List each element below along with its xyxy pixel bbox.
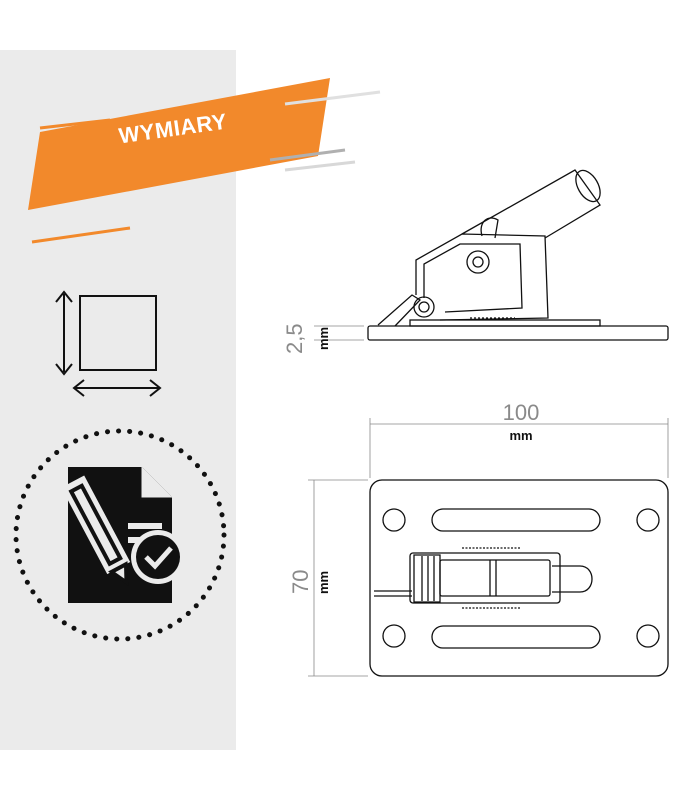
side-view — [367, 169, 669, 341]
width-unit: mm — [509, 428, 532, 443]
banner-shape — [28, 78, 330, 210]
thickness-unit: mm — [316, 327, 331, 350]
top-view — [369, 479, 669, 677]
height-unit: mm — [316, 571, 331, 594]
dimensions-square-icon — [55, 290, 162, 397]
height-value: 70 — [288, 570, 313, 594]
thickness-value: 2,5 — [282, 323, 307, 354]
title-banner — [28, 78, 381, 244]
technical-drawing: 2,5 mm 100 mm 70 mm — [282, 169, 669, 677]
width-value: 100 — [503, 400, 540, 425]
document-signature-check-icon — [13, 428, 227, 642]
